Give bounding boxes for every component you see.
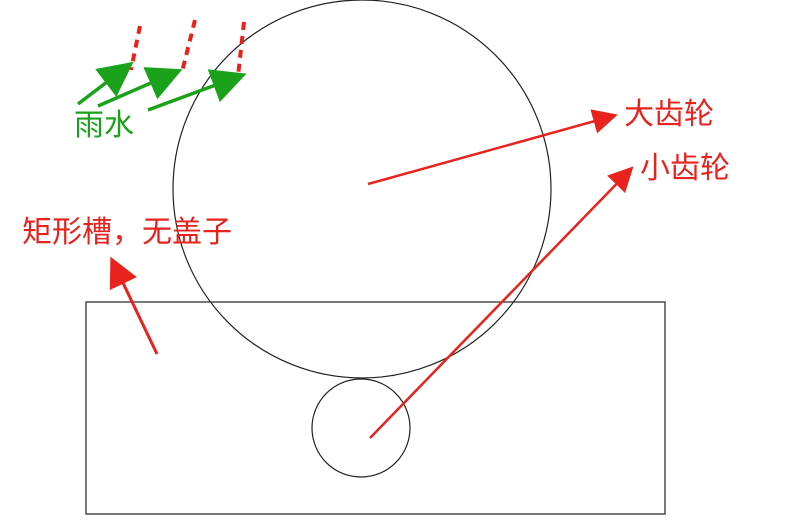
tank-label: 矩形槽，无盖子 — [22, 215, 232, 250]
small-gear — [311, 378, 411, 478]
rain-arrow-1 — [76, 61, 134, 106]
rectangular-tank — [85, 301, 666, 515]
large-gear-arrow — [367, 109, 618, 186]
raindrop-3 — [236, 21, 246, 77]
large-gear-label: 大齿轮 — [624, 97, 714, 132]
rain-arrow-3 — [147, 69, 247, 112]
large-gear — [172, 0, 552, 379]
small-gear-label: 小齿轮 — [640, 151, 730, 186]
raindrop-2 — [180, 19, 197, 73]
rain-label: 雨水 — [74, 108, 134, 143]
raindrop-1 — [129, 25, 142, 71]
tank-arrow — [109, 256, 159, 355]
rain-arrow-2 — [97, 67, 183, 108]
small-gear-arrow — [369, 166, 634, 439]
